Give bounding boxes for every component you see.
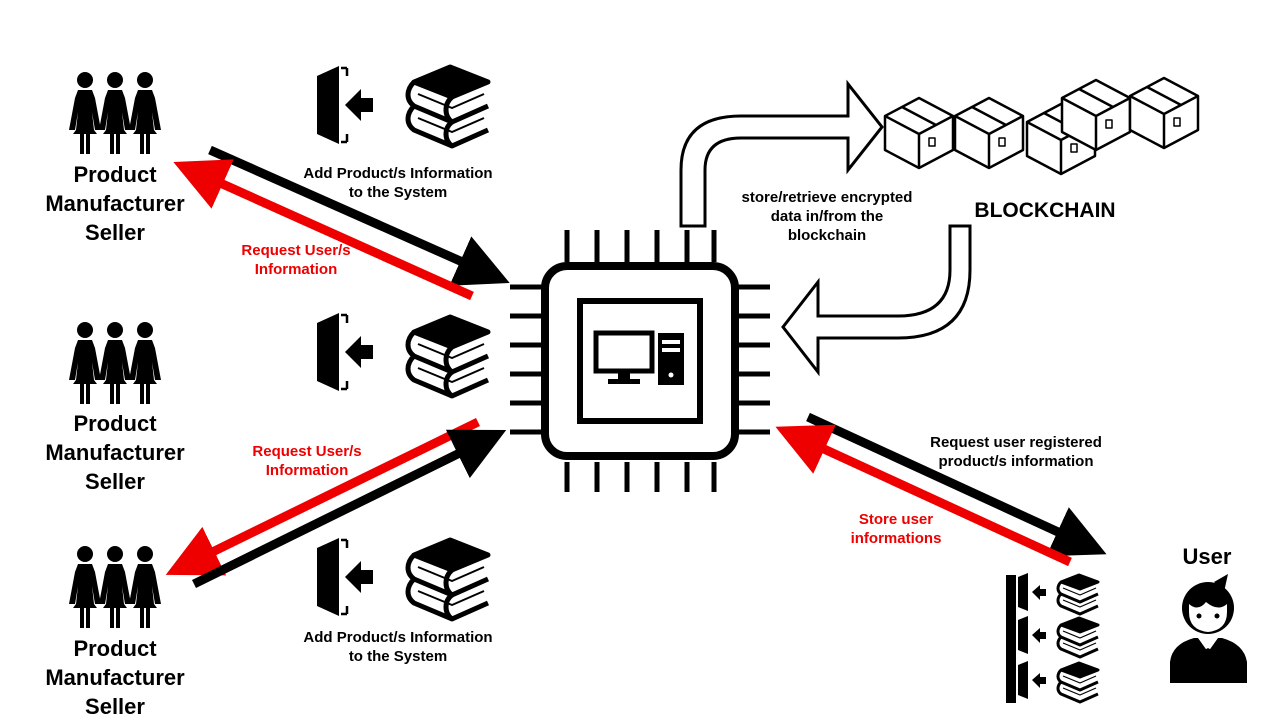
- blockchain-flow-line2: data in/from the: [770, 208, 884, 225]
- flow-store-blockchain-arrow: [679, 79, 884, 228]
- add-info-bottom-line2: to the System: [348, 648, 448, 665]
- flow-add-bottom-arrow: [192, 429, 507, 589]
- party-1-icon: [69, 72, 161, 154]
- user-store-line1: Store user: [858, 511, 934, 528]
- party-2-line3: Seller: [85, 469, 145, 494]
- add-info-bottom-icon: [315, 536, 488, 619]
- add-info-mid-icon: [315, 311, 488, 396]
- request-mid-line1: Request User/s: [252, 443, 362, 460]
- party-1-line1: Product: [73, 162, 157, 187]
- user-store-line2: informations: [850, 530, 942, 547]
- blockchain-flow-line1: store/retrieve encrypted: [741, 189, 913, 206]
- computer-chip-icon: [510, 230, 770, 492]
- flow-request-mid-arrow: [165, 417, 480, 576]
- party-3-line1: Product: [73, 636, 157, 661]
- party-2-line2: Manufacturer: [45, 440, 185, 465]
- party-3-icon: [69, 546, 161, 628]
- party-2-icon: [69, 322, 161, 404]
- request-mid-label: Request User/s Information: [227, 442, 387, 480]
- add-info-bottom-line1: Add Product/s Information: [303, 629, 493, 646]
- flow-user-request-arrow: [806, 412, 1107, 557]
- request-top-line1: Request User/s: [241, 242, 351, 259]
- party-3-label: Product Manufacturer Seller: [30, 634, 200, 721]
- user-request-line2: product/s information: [938, 453, 1094, 470]
- request-top-line2: Information: [254, 261, 338, 278]
- user-store-label: Store user informations: [826, 510, 966, 548]
- request-mid-line2: Information: [265, 462, 349, 479]
- flow-user-store-arrow: [775, 424, 1072, 567]
- user-label: User: [1182, 544, 1232, 569]
- blockchain-flow-label: store/retrieve encrypted data in/from th…: [722, 188, 932, 245]
- blockchain-label: BLOCKCHAIN: [974, 199, 1116, 222]
- user-request-label: Request user registered product/s inform…: [906, 433, 1126, 471]
- party-3-line3: Seller: [85, 694, 145, 719]
- flow-add-top-arrow: [208, 145, 510, 286]
- add-info-bottom-label: Add Product/s Information to the System: [288, 628, 508, 666]
- user-records-icon: [1006, 573, 1100, 704]
- party-2-label: Product Manufacturer Seller: [30, 409, 200, 496]
- party-1-label: Product Manufacturer Seller: [30, 160, 200, 247]
- block-cubes-icon: [883, 76, 1200, 176]
- party-1-line3: Seller: [85, 220, 145, 245]
- user-request-line1: Request user registered: [930, 434, 1102, 451]
- add-info-top-line1: Add Product/s Information: [303, 165, 493, 182]
- party-2-line1: Product: [73, 411, 157, 436]
- user-avatar-icon: [1170, 574, 1247, 683]
- blockchain-flow-line3: blockchain: [787, 227, 867, 244]
- add-info-top-label: Add Product/s Information to the System: [288, 164, 508, 202]
- add-info-top-icon: [315, 66, 488, 146]
- party-3-line2: Manufacturer: [45, 665, 185, 690]
- flow-retrieve-blockchain-arrow: [781, 224, 972, 377]
- party-1-line2: Manufacturer: [45, 191, 185, 216]
- add-info-top-line2: to the System: [348, 184, 448, 201]
- flow-request-top-arrow: [173, 159, 474, 301]
- request-top-label: Request User/s Information: [216, 241, 376, 279]
